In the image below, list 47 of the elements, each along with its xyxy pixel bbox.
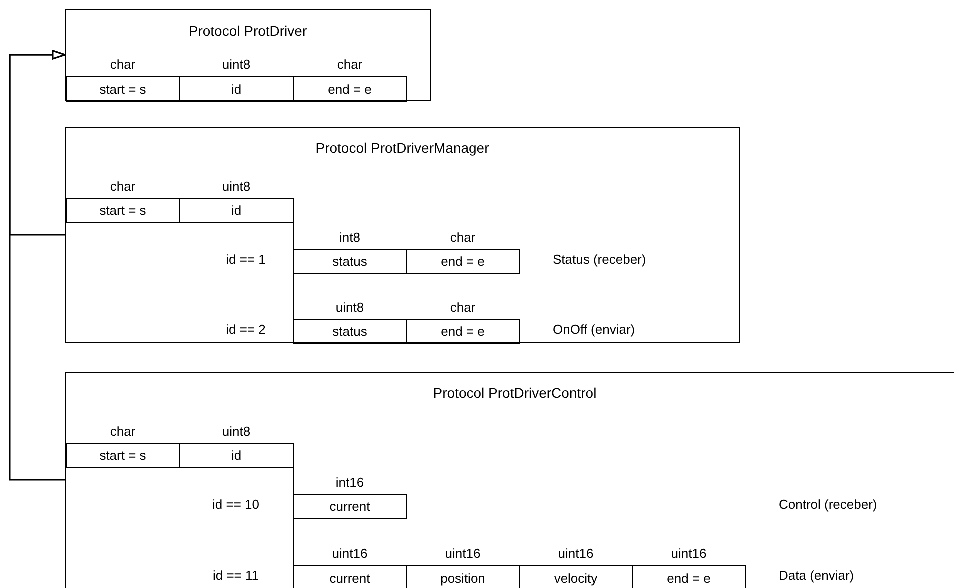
type-label: int8 (338, 230, 362, 245)
type-label: char (109, 57, 137, 72)
field-value: end = e (328, 82, 372, 96)
type-label: char (109, 179, 137, 194)
type-label: char (449, 300, 477, 315)
condition-label: id == 10 (212, 497, 260, 512)
type-label: char (449, 230, 477, 245)
field-value: id (231, 82, 242, 96)
type-label: uint8 (221, 57, 252, 72)
message-label: Control (receber) (779, 497, 878, 512)
protocol-frame (65, 372, 954, 588)
field-value: status (332, 324, 368, 339)
type-label: uint16 (557, 546, 595, 561)
type-label: uint8 (221, 424, 252, 439)
type-label: uint8 (221, 179, 252, 194)
field-value: velocity (554, 570, 598, 586)
condition-label: id == 11 (212, 568, 260, 583)
protocol-frame (65, 9, 431, 101)
field-value: start = s (100, 82, 146, 96)
protocol-title: Protocol ProtDriverManager (314, 140, 490, 156)
field-value: end = e (441, 254, 485, 269)
type-label: char (336, 57, 364, 72)
message-label: Status (receber) (553, 252, 646, 267)
field-value: start = s (100, 448, 146, 463)
type-label: char (109, 424, 137, 439)
type-label: uint8 (334, 300, 366, 315)
message-label: Data (enviar) (779, 568, 854, 583)
condition-label: id == 1 (225, 252, 267, 267)
type-label: uint16 (331, 546, 369, 561)
protocol-frame (65, 127, 740, 343)
field-value: position (440, 570, 486, 586)
field-value: id (231, 448, 242, 463)
inheritance-arrow (9, 50, 66, 481)
condition-label: id == 2 (225, 322, 267, 337)
protocol-title: Protocol ProtDriverControl (432, 385, 598, 401)
field-value: status (332, 254, 368, 269)
field-value: current (330, 499, 370, 514)
type-label: int16 (334, 475, 366, 490)
type-label: uint16 (444, 546, 482, 561)
field-value: start = s (100, 203, 146, 218)
field-value: current (330, 570, 370, 586)
field-value: id (231, 203, 242, 218)
field-value: end = e (667, 570, 711, 586)
field-value: end = e (441, 324, 485, 339)
protocol-title: Protocol ProtDriver (188, 23, 308, 39)
type-label: uint16 (670, 546, 708, 561)
message-label: OnOff (enviar) (553, 322, 636, 337)
